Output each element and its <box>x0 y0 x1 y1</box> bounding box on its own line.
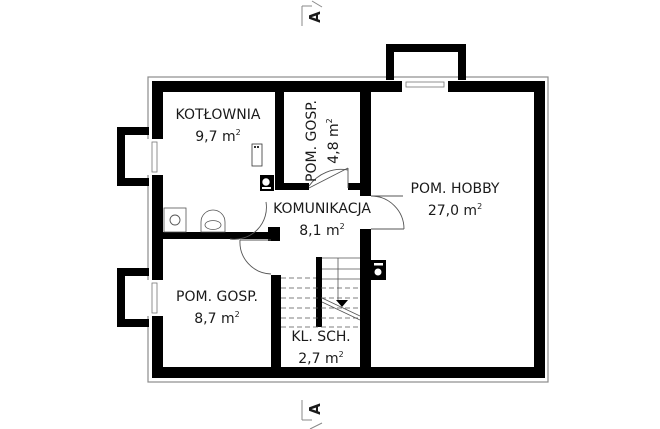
room-label-komunikacja: KOMUNIKACJA 8,1 m2 <box>262 200 382 240</box>
door-hobby-arc <box>370 195 405 230</box>
left-light-well-upper <box>117 127 149 186</box>
door-pom-gosp-leaf <box>308 167 349 189</box>
room-area: 9,7 m <box>195 129 236 145</box>
room-name: POM. GOSP. <box>304 100 320 182</box>
left-window-lower-icon <box>151 282 158 314</box>
washer-icon <box>163 207 187 233</box>
section-marker-bottom <box>301 400 323 429</box>
room-area: 27,0 m <box>427 203 478 219</box>
left-window-upper-icon <box>151 141 158 173</box>
door-gosp-arc <box>239 239 272 275</box>
room-label-pom-gosp-small: POM. GOSP. 4,8 m2 <box>303 91 342 191</box>
room-name: KOMUNIKACJA <box>273 201 371 217</box>
section-marker-top <box>301 0 323 26</box>
stair-direction-arrow-icon <box>336 300 348 307</box>
room-label-pom-gosp: POM. GOSP. 8,7 m2 <box>163 288 271 328</box>
room-name: POM. GOSP. <box>176 289 258 305</box>
hobby-fixture-icon <box>374 268 382 276</box>
room-name: POM. HOBBY <box>410 181 500 197</box>
stairs <box>281 257 361 328</box>
boiler-icon <box>262 178 270 186</box>
doors <box>229 167 405 275</box>
room-label-kotlownia: KOTŁOWNIA 9,7 m2 <box>163 106 273 146</box>
boiler-vent <box>262 187 271 189</box>
room-name: KL. SCH. <box>291 329 351 345</box>
room-name: KOTŁOWNIA <box>175 107 261 123</box>
top-light-well <box>386 44 466 80</box>
section-letter-top: A <box>306 11 324 23</box>
top-window-icon <box>405 81 445 88</box>
section-letter-bottom: A <box>306 403 324 415</box>
room-area: 8,1 m <box>299 223 340 239</box>
left-light-well-lower <box>117 268 149 327</box>
sink-icon <box>200 209 226 233</box>
room-area: 2,7 m <box>298 351 339 367</box>
outer-outline <box>147 76 549 383</box>
exterior-walls <box>152 81 545 378</box>
room-label-kl-sch: KL. SCH. 2,7 m2 <box>281 328 361 368</box>
tank-icon <box>251 143 263 167</box>
room-area: 4,8 m <box>326 123 342 164</box>
door-kotlownia-arc <box>229 201 267 240</box>
hobby-fixture-bar <box>374 263 383 266</box>
room-area: 8,7 m <box>194 311 235 327</box>
room-label-pom-hobby: POM. HOBBY 27,0 m2 <box>395 180 515 220</box>
